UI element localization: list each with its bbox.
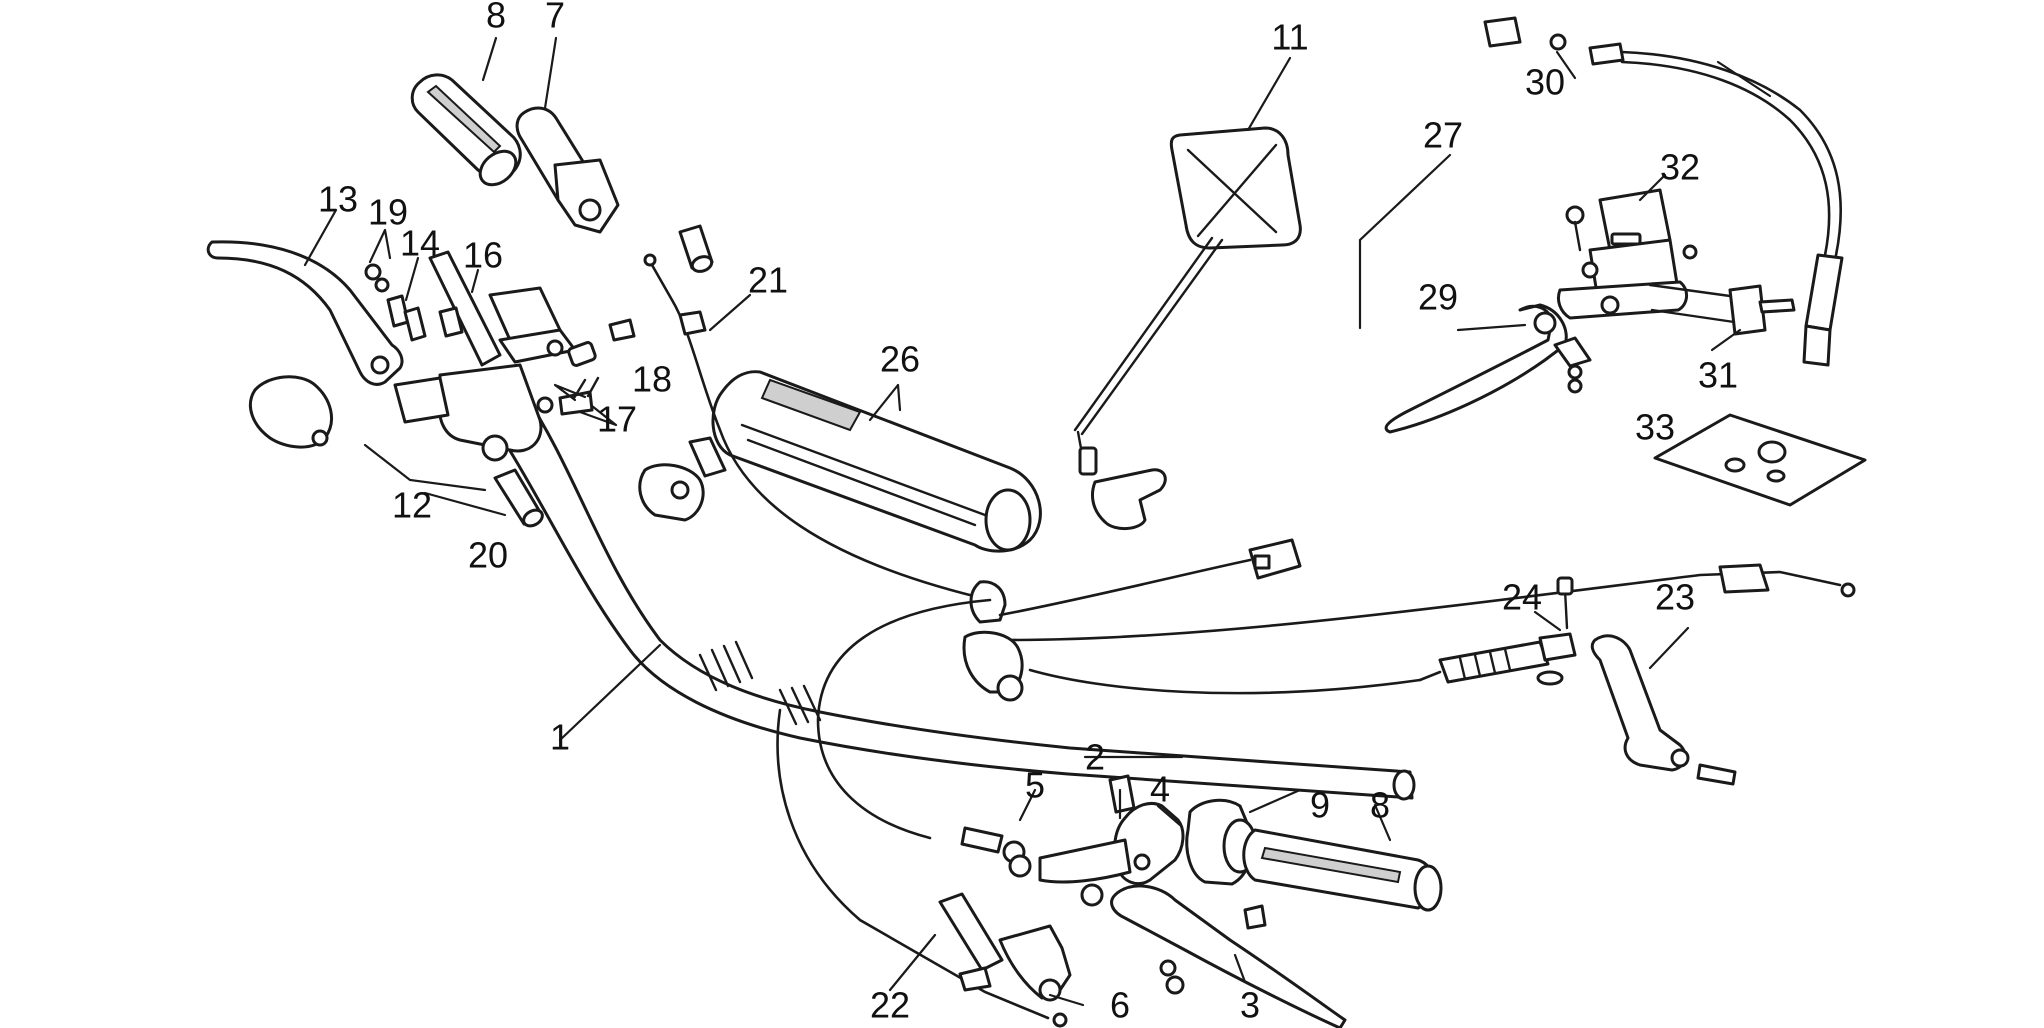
callout-5: 5: [1025, 765, 1045, 806]
part-31-master-cylinder: [1556, 188, 1698, 320]
part-5-screws: [960, 774, 1136, 878]
part-brake-line-loop: [816, 598, 992, 840]
callout-30: 31: [1698, 355, 1738, 396]
part-22-cable-end: [776, 708, 1068, 1028]
part-1-handlebar: [468, 388, 1416, 801]
callout-6: 6: [1110, 985, 1130, 1026]
part-32-gasket: [1653, 413, 1867, 507]
part-cable-long: [962, 563, 1856, 702]
callout-2: 2: [1085, 737, 1105, 778]
callout-7: 7: [545, 0, 565, 36]
part-8-grip-left: [410, 73, 522, 187]
callout-25: 26: [880, 339, 920, 380]
callout-29: 30: [1525, 62, 1565, 103]
callout-26: 27: [1423, 115, 1463, 156]
part-20-end-cap: [493, 468, 544, 528]
part-24-cable-adjuster: [1418, 576, 1577, 686]
part-end-cap-upper: [678, 224, 714, 273]
callout-labels: 8 7 11 13 19 14 16 18 17 12 20 21 26 1 2…: [318, 0, 1738, 1026]
callout-27: 29: [1418, 277, 1458, 318]
callout-32: 33: [1635, 407, 1675, 448]
part-wiring-connector: [998, 538, 1302, 617]
part-3-front-lever: [1110, 884, 1347, 1028]
part-16-lever-clamp: [428, 250, 577, 367]
callout-14: 14: [400, 223, 440, 264]
callout-12: 12: [392, 485, 432, 526]
callout-1: 1: [550, 717, 570, 758]
callout-13: 13: [318, 179, 358, 220]
callout-9: 9: [1310, 785, 1330, 826]
callout-23: 23: [1655, 577, 1695, 618]
part-27-brake-lever: [1384, 303, 1592, 434]
part-21-throttle-cable: [638, 253, 1007, 624]
part-30-lever-clamp: [1648, 283, 1796, 336]
part-6-throttle-body: [938, 892, 1072, 1002]
callout-24: 24: [1502, 577, 1542, 618]
callout-4: 4: [1150, 769, 1170, 810]
callout-3: 3: [1240, 985, 1260, 1026]
callout-21: 21: [748, 260, 788, 301]
callout-16: 16: [463, 235, 503, 276]
part-25-bar-pad: [711, 370, 1042, 553]
callout-19: 19: [368, 192, 408, 233]
part-11-mirror: [1073, 126, 1302, 530]
callout-8-top: 8: [486, 0, 506, 36]
callout-22: 22: [870, 985, 910, 1026]
callout-17: 17: [597, 399, 637, 440]
callout-18: 18: [632, 359, 672, 400]
part-23-lever-right: [1590, 634, 1737, 786]
callout-8-right: 8: [1370, 785, 1390, 826]
part-33-brake-hose: [1483, 16, 1844, 367]
callout-11: 11: [1271, 17, 1308, 58]
part-7-throttle: [515, 106, 620, 234]
callout-20: 20: [468, 535, 508, 576]
part-13-clutch-lever: [206, 240, 404, 386]
part-4-switch-right: [1038, 802, 1185, 907]
part-12-switch-housing: [393, 363, 543, 462]
part-clamp-left-blob: [249, 375, 334, 449]
leader-lines: [303, 36, 1772, 1007]
callout-31: 32: [1660, 147, 1700, 188]
part-19-14-small-fittings: [364, 263, 464, 342]
part-8-grip-right: [1242, 828, 1443, 912]
